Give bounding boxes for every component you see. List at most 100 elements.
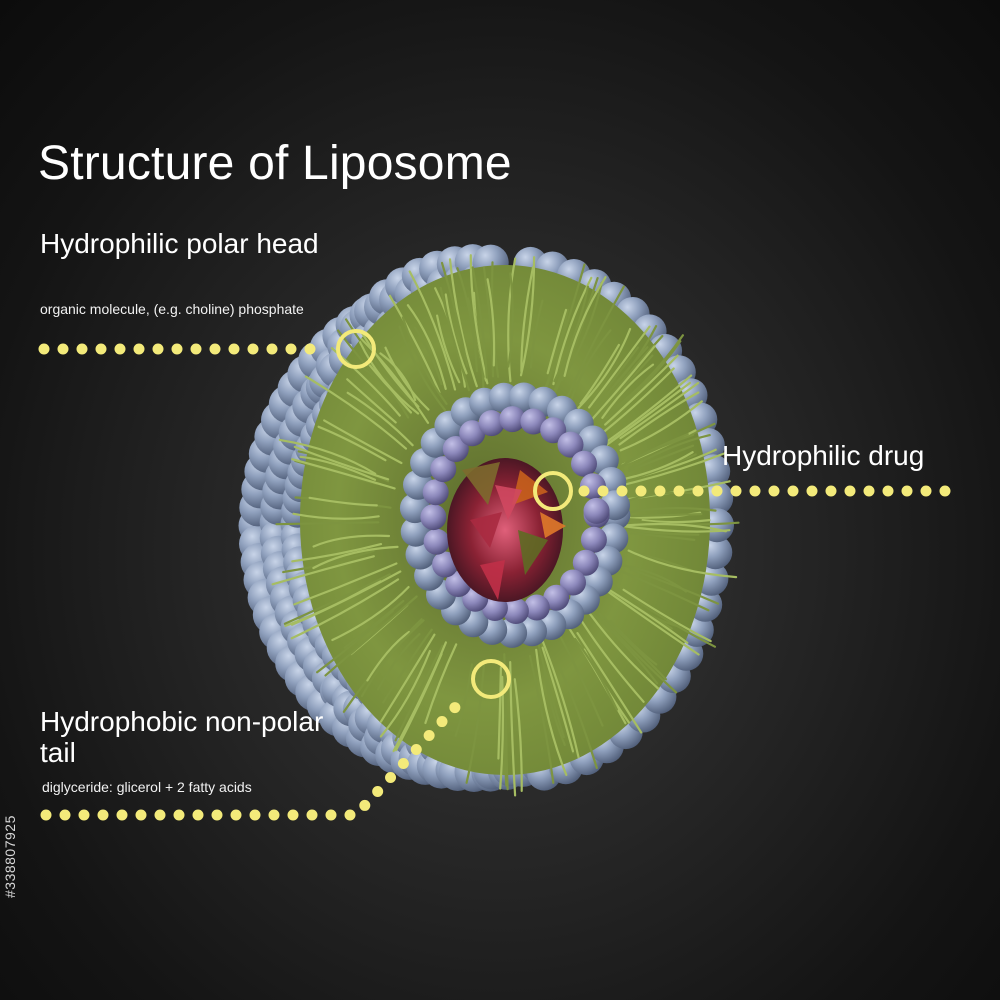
inner-lipid-head-sphere [520,408,547,435]
lipid-tail [346,378,397,424]
lipid-tail [401,316,448,405]
page-title: Structure of Liposome [38,137,512,190]
lipid-tail [408,270,457,391]
lipid-tail [622,588,712,643]
lipid-tail [619,400,703,452]
inner-lipid-head-sphere [523,594,550,621]
lipid-tail [546,308,568,375]
lipid-tail [587,611,660,690]
lipid-tail [627,549,738,579]
drug-molecule [512,470,548,505]
lipid-tail [574,637,618,711]
inner-lipid-head-sphere [543,584,570,611]
lipid-tail [529,299,544,369]
lipid-tail [536,640,565,739]
lipid-tail [601,363,655,419]
lipid-tail [456,267,478,373]
inner-lipid-head-sphere [560,569,586,596]
inner-lipid-head-sphere [502,598,529,624]
inner-lipid-head-sphere [571,450,597,477]
lipid-tail [579,343,620,405]
lipid-tail [343,599,405,649]
drug-molecule [480,560,505,600]
inner-lipid-head-sphere [442,436,469,462]
inner-lipid-head-sphere [540,417,567,444]
lipid-tail [600,616,678,694]
lipid-tail [482,266,495,378]
lipid-tail [541,638,580,759]
lipid-tail [323,419,403,465]
lipid-tail [588,325,651,409]
lipid-tail [379,352,417,402]
lipid-tail [304,375,407,450]
lipid-tail [618,391,700,446]
callout-circle-polar-head [336,329,376,369]
inner-lipid-head-sphere [420,504,447,531]
lipid-tail [317,425,387,462]
lipid-tail [619,381,700,440]
lipid-tail [519,256,536,377]
lipid-tail [601,584,689,644]
lipid-tail [448,258,478,388]
lipid-tail [553,285,590,383]
lipid-tail [620,522,727,533]
lipid-tail [616,563,688,593]
lipid-tail [376,633,421,691]
lipid-tail [413,326,443,386]
lipid-tail [600,363,664,427]
lipid-tail [557,632,604,727]
lipid-tail [507,272,514,368]
lipid-tail [360,619,425,698]
lipid-tail [576,632,643,734]
lipid-tail [560,281,603,382]
callouts [38,329,964,821]
lipid-tail [345,318,415,406]
lipid-tail [299,455,377,481]
lipid-tail [316,609,394,674]
inner-lipid-head-sphere [430,456,457,483]
drug-molecule [495,485,522,520]
lipid-tail [614,567,710,612]
lipid-tail [585,354,654,431]
lipid-tail [342,618,423,713]
lipid-tail [598,612,667,681]
label-polar-head-description: organic molecule, (e.g. choline) phospha… [40,301,304,317]
lipid-tail [275,521,380,526]
lipid-tail [589,610,659,685]
lipid-tail [291,458,396,490]
lipid-tail [608,581,716,648]
lipid-tail [293,445,390,481]
lipid-tail [624,433,689,465]
lipid-tail [471,266,488,379]
inner-lipid-head-sphere [499,406,526,433]
callout-circle-drug [533,471,573,511]
lipid-tail [382,628,433,704]
lipid-tail [578,617,645,703]
inner-lipid-head-sphere [557,431,584,458]
lipid-tail [615,524,731,533]
lipid-tail [486,278,496,367]
lipid-tail [291,543,383,563]
lipid-tail [360,331,420,408]
lipid-tail [294,496,392,509]
lipid-tail [290,570,402,626]
lipid-tail [628,434,711,470]
inner-lipid-head-sphere [572,549,599,576]
lipid-tail [440,261,469,367]
lipid-tail [282,549,375,574]
lipid-tail [308,496,378,507]
lipid-tail [293,562,398,606]
lipid-tail [360,338,430,424]
lipid-tail [454,663,473,737]
lipid-tail [627,444,695,473]
lipid-tail [424,643,458,725]
lipid-tail [497,666,502,760]
lipid-tail [641,519,711,524]
lipid-tail [593,346,639,406]
lipid-tail [588,346,649,419]
lipid-tail [630,513,703,518]
lipid-tail [602,381,692,448]
lipid-tail [629,568,720,605]
lipid-tail [609,620,658,666]
